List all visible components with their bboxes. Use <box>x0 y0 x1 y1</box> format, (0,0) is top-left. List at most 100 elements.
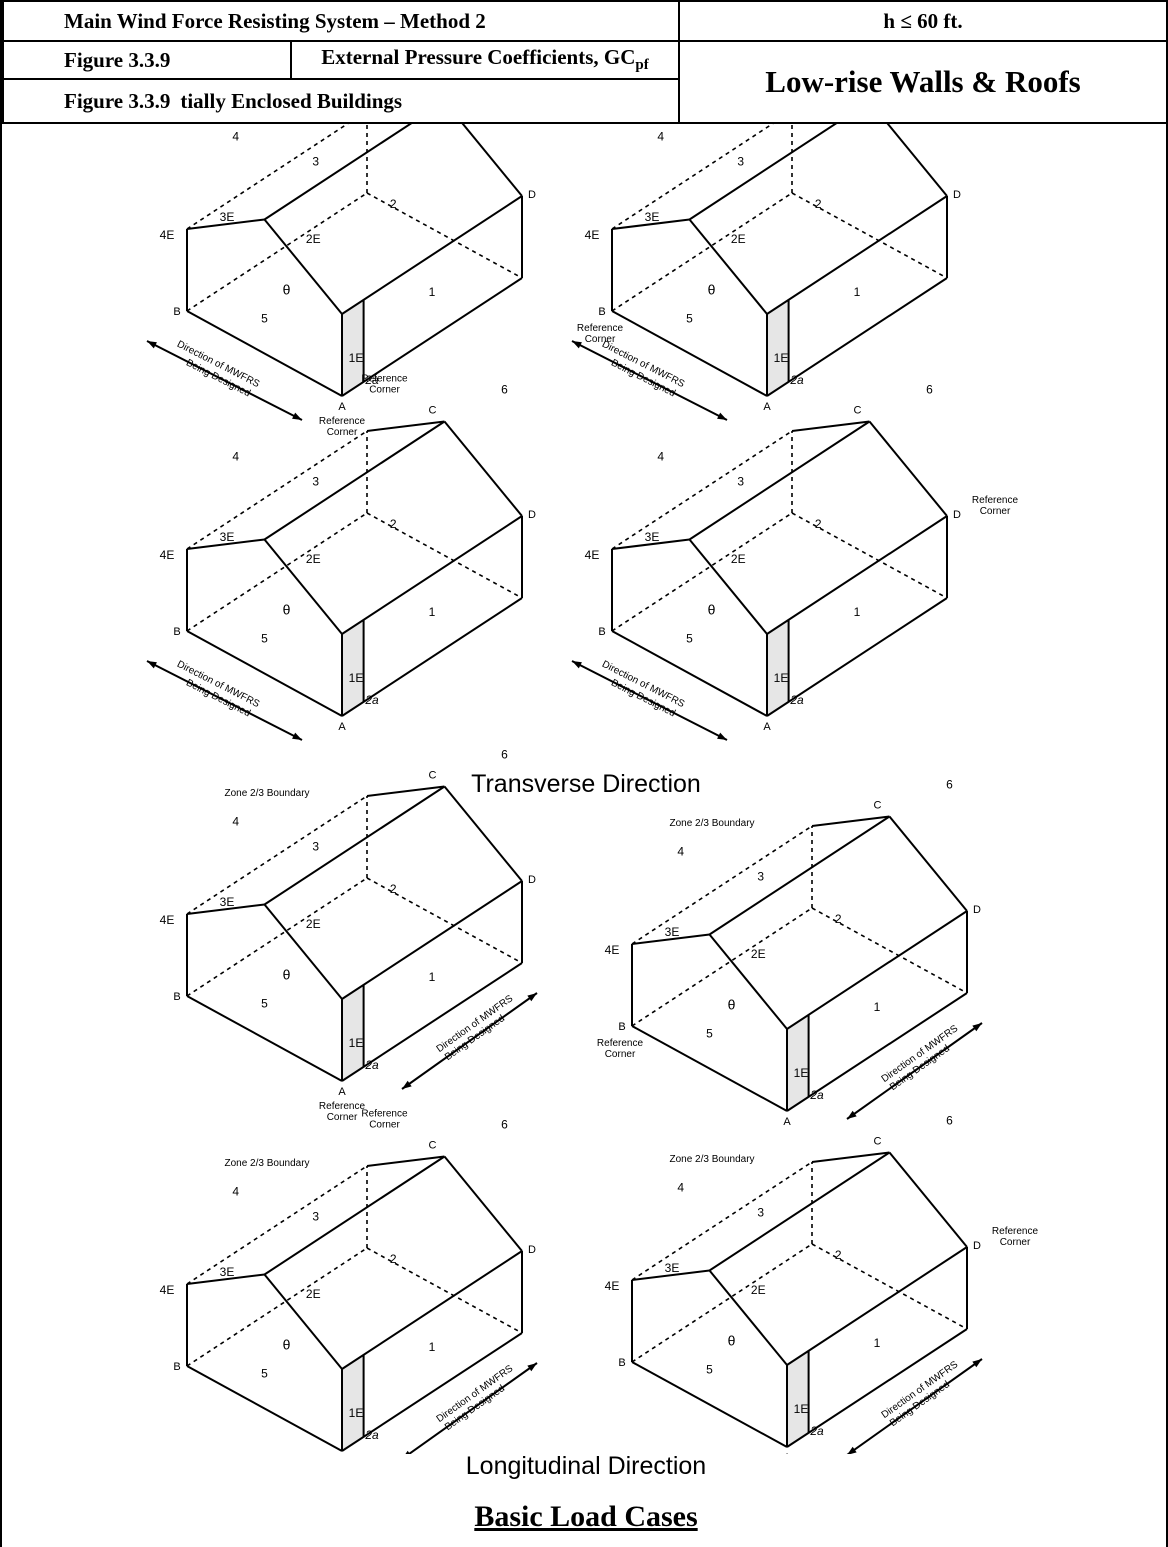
zone-label: 2E <box>731 232 746 246</box>
zone-label: 1E <box>349 1036 364 1050</box>
reference-corner-label: Reference <box>992 1226 1039 1237</box>
corner-label-c: C <box>429 1140 437 1152</box>
reference-corner-label: Corner <box>369 1120 400 1131</box>
figure-subtitle-cell: Figure 3.3.9 tially Enclosed Buildings <box>2 78 680 124</box>
zone-label: 3 <box>312 839 319 853</box>
system-title: Main Wind Force Resisting System – Metho… <box>64 8 486 33</box>
zone-label: 5 <box>686 312 693 326</box>
zone-label: 4 <box>232 129 239 143</box>
zone-label: 1E <box>774 351 789 365</box>
zone-label: 3E <box>665 1261 680 1275</box>
zone-label: 4E <box>585 548 600 562</box>
coefficients-cell: External Pressure Coefficients, GCpf <box>290 40 680 80</box>
zone-boundary-label: Zone 2/3 Boundary <box>669 1154 754 1165</box>
hidden-edge <box>631 825 813 945</box>
coefficients-title: External Pressure Coefficients, GCpf <box>321 45 649 74</box>
arrowhead <box>147 661 157 669</box>
zone-label: 6 <box>926 383 933 397</box>
building-diagram: ABCD1234561E2E3E4Eθ2aReferenceCornerDire… <box>571 383 1019 741</box>
direction-arrow <box>846 1358 983 1454</box>
zone-label: 4E <box>160 548 175 562</box>
corner-label-c: C <box>874 800 882 812</box>
direction-arrow <box>146 340 303 421</box>
arrowhead <box>717 732 727 740</box>
zone-label: 5 <box>706 1363 713 1377</box>
zone-label: 4E <box>160 913 175 927</box>
hidden-edge <box>366 877 523 964</box>
gable-edge <box>443 785 523 882</box>
zone-label: 6 <box>501 383 508 397</box>
zone-label: 3E <box>220 210 235 224</box>
roof-angle-label: θ <box>283 602 291 618</box>
direction-arrow <box>571 660 728 741</box>
ridge-line <box>263 420 446 541</box>
direction-arrow <box>146 660 303 741</box>
wall-edge <box>631 1025 788 1112</box>
height-limit-cell: h ≤ 60 ft. <box>678 0 1168 42</box>
zone-label: 1 <box>874 1336 881 1350</box>
hidden-edge <box>791 512 948 599</box>
ridge-line <box>688 420 871 541</box>
corner-label-b: B <box>598 306 605 318</box>
zone-label: 2 <box>390 517 397 531</box>
end-zone-shading <box>342 619 364 716</box>
roof-angle-label: θ <box>283 967 291 983</box>
reference-corner-label: Reference <box>319 1101 366 1112</box>
end-zone-shading <box>787 1350 809 1447</box>
dimension-2a: 2a <box>809 1088 824 1102</box>
hidden-edge <box>811 907 968 994</box>
reference-corner-label: Corner <box>605 1049 636 1060</box>
hidden-edge <box>186 512 368 632</box>
arrowhead <box>147 341 157 349</box>
zone-label: 4 <box>232 449 239 463</box>
building-diagram: ABCD1234561E2E3E4Eθ2aReferenceCornerDire… <box>146 124 536 438</box>
gable-edge <box>263 218 343 315</box>
arrowhead <box>292 732 302 740</box>
building-diagram: ABCD1234561E2E3E4Eθ2aReferenceCornerZone… <box>160 1109 538 1454</box>
reference-corner-label: Corner <box>327 427 358 438</box>
hidden-edge <box>186 124 349 230</box>
reference-corner-label: Reference <box>577 323 624 334</box>
corner-label-b: B <box>173 1361 180 1373</box>
zone-label: 4E <box>585 228 600 242</box>
corner-label-a: A <box>783 1452 791 1454</box>
zone-label: 1E <box>794 1066 809 1080</box>
zone-label: 5 <box>261 1367 268 1381</box>
corner-label-b: B <box>173 991 180 1003</box>
corner-label-a: A <box>338 401 346 413</box>
zone-boundary-label: Zone 2/3 Boundary <box>669 818 754 829</box>
zone-label: 5 <box>706 1027 713 1041</box>
eave-edge <box>786 910 968 1030</box>
wall-edge <box>186 630 343 717</box>
zone-label: 5 <box>261 997 268 1011</box>
corner-label-a: A <box>763 401 771 413</box>
zone-label: 6 <box>946 1114 953 1128</box>
corner-label-d: D <box>528 509 536 521</box>
end-zone-shading <box>787 1014 809 1111</box>
corner-label-d: D <box>973 904 981 916</box>
roof-angle-label: θ <box>283 1337 291 1353</box>
hidden-edge <box>611 430 793 550</box>
zone-label: 2 <box>390 197 397 211</box>
reference-corner-label: Corner <box>369 385 400 396</box>
building-diagram: ABCD1234561E2E3E4Eθ2aReferenceCornerDire… <box>571 124 961 421</box>
hidden-edge <box>186 1165 368 1285</box>
hidden-edge <box>631 907 813 1027</box>
end-zone-shading <box>767 619 789 716</box>
arrowhead <box>972 1023 982 1032</box>
wall-edge <box>341 597 523 717</box>
gable-edge <box>443 1155 523 1252</box>
gable-edge <box>263 1273 343 1370</box>
gable-edge <box>366 1155 445 1167</box>
end-zone-shading <box>342 984 364 1081</box>
gable-edge <box>186 218 265 230</box>
ridge-line <box>263 124 413 221</box>
zone-label: 4E <box>605 1279 620 1293</box>
zone-label: 4E <box>160 228 175 242</box>
gable-edge <box>688 538 768 635</box>
zone-label: 5 <box>686 632 693 646</box>
ridge-line <box>688 124 838 221</box>
zone-label: 3 <box>312 154 319 168</box>
ridge-line <box>263 785 446 906</box>
gable-edge <box>708 933 788 1030</box>
